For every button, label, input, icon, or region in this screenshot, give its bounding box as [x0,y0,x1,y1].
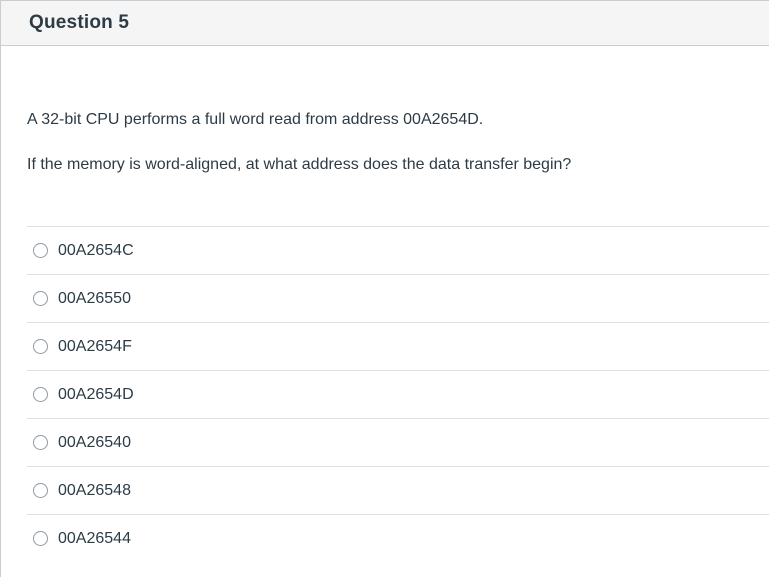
answer-option-label[interactable]: 00A26540 [58,433,131,451]
radio-button-icon[interactable] [33,339,48,354]
answer-option-4[interactable]: 00A2654D [27,370,769,418]
answer-option-7[interactable]: 00A26544 [27,514,769,562]
answer-option-label[interactable]: 00A2654D [58,385,134,403]
answer-option-label[interactable]: 00A26550 [58,289,131,307]
radio-button-icon[interactable] [33,291,48,306]
question-title: Question 5 [29,12,130,33]
answer-option-label[interactable]: 00A26544 [58,529,131,547]
answer-option-3[interactable]: 00A2654F [27,322,769,370]
answer-option-1[interactable]: 00A2654C [27,226,769,274]
question-body: A 32-bit CPU performs a full word read f… [1,110,769,174]
answer-option-5[interactable]: 00A26540 [27,418,769,466]
answer-option-2[interactable]: 00A26550 [27,274,769,322]
question-text-line-2: If the memory is word-aligned, at what a… [27,156,572,173]
answer-option-label[interactable]: 00A26548 [58,481,131,499]
answer-options-list: 00A2654C 00A26550 00A2654F 00A2654D 00A2… [27,226,769,562]
answer-option-6[interactable]: 00A26548 [27,466,769,514]
radio-button-icon[interactable] [33,483,48,498]
question-header: Question 5 [1,1,769,46]
radio-button-icon[interactable] [33,531,48,546]
question-text-line-1: A 32-bit CPU performs a full word read f… [27,111,484,128]
radio-button-icon[interactable] [33,387,48,402]
radio-button-icon[interactable] [33,243,48,258]
radio-button-icon[interactable] [33,435,48,450]
answer-option-label[interactable]: 00A2654F [58,337,132,355]
answer-option-label[interactable]: 00A2654C [58,241,134,259]
